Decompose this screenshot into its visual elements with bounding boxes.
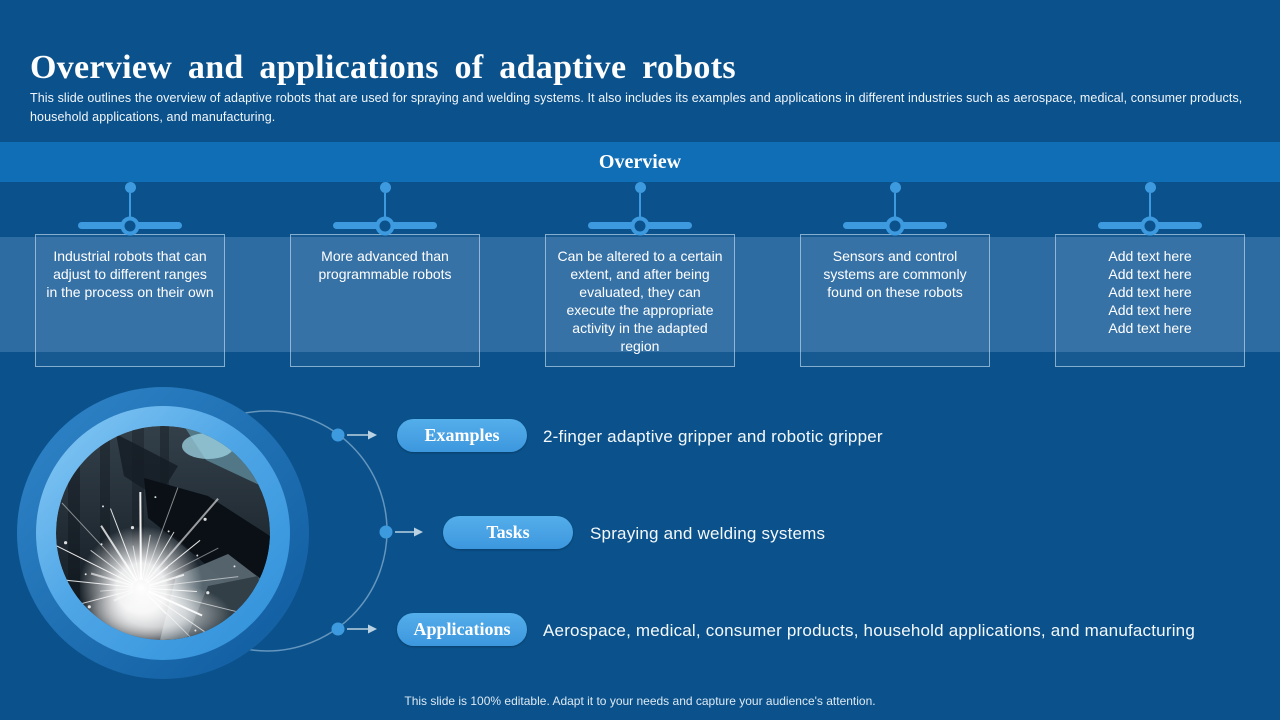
tasks-pill-label: Tasks (486, 522, 530, 542)
overview-band (0, 237, 1280, 352)
connector-ring-icon (375, 216, 395, 235)
overview-box[interactable]: Can be altered to a certain extent, and … (545, 234, 735, 367)
connector-bar (843, 216, 947, 235)
overview-box-text: Can be altered to a certain extent, and … (557, 248, 723, 354)
branch-dot-icon (331, 428, 345, 442)
applications-text[interactable]: Aerospace, medical, consumer products, h… (543, 621, 1195, 640)
overview-box[interactable]: Sensors and control systems are commonly… (800, 234, 990, 367)
overview-column: Sensors and control systems are commonly… (800, 182, 990, 367)
connector-bar (333, 216, 437, 235)
connector-bar (588, 216, 692, 235)
connector-line (893, 193, 897, 222)
connector-bar (78, 216, 182, 235)
welding-photo-art (56, 426, 270, 640)
slide-footer-note: This slide is 100% editable. Adapt it to… (404, 694, 876, 708)
connector-bar (1098, 216, 1202, 235)
arrow-head-icon (414, 527, 423, 537)
overview-header-bar: Overview (0, 142, 1280, 182)
arrow-head-icon (368, 624, 377, 634)
overview-box-text: Add text here Add text here Add text her… (1108, 248, 1192, 336)
connector-dot-icon (889, 182, 901, 193)
overview-box-text: Industrial robots that can adjust to dif… (46, 248, 214, 300)
examples-pill-label: Examples (424, 425, 500, 445)
slide-title[interactable]: Overview and applications of adaptive ro… (30, 48, 736, 86)
connector-ring-icon (630, 216, 650, 235)
applications-pill[interactable]: Applications (397, 613, 527, 646)
tasks-text[interactable]: Spraying and welding systems (590, 524, 826, 543)
connector-line (383, 193, 387, 222)
arrow-head-icon (368, 430, 377, 440)
connector-line (638, 193, 642, 222)
branch-dot-icon (379, 525, 393, 539)
tasks-pill[interactable]: Tasks (443, 516, 573, 549)
overview-box[interactable]: More advanced than programmable robots (290, 234, 480, 367)
overview-column: Industrial robots that can adjust to dif… (35, 182, 225, 367)
overview-box-text: More advanced than programmable robots (318, 248, 452, 282)
examples-text[interactable]: 2-finger adaptive gripper and robotic gr… (543, 427, 883, 446)
overview-box-placeholder[interactable]: Add text here Add text here Add text her… (1055, 234, 1245, 367)
overview-column: Can be altered to a certain extent, and … (545, 182, 735, 367)
applications-pill-label: Applications (413, 619, 511, 639)
overview-box-text: Sensors and control systems are commonly… (823, 248, 967, 300)
connector-ring-icon (885, 216, 905, 235)
welding-photo (56, 426, 270, 640)
connector-line (1148, 193, 1152, 222)
connector-dot-icon (379, 182, 391, 193)
spark-lines (56, 487, 247, 640)
connector-ring-icon (1140, 216, 1160, 235)
branch-dot-icon (331, 622, 345, 636)
overview-header-label[interactable]: Overview (598, 150, 682, 173)
connector-line (128, 193, 132, 222)
overview-column: More advanced than programmable robots (290, 182, 480, 367)
overview-columns: Industrial robots that can adjust to dif… (0, 182, 1280, 367)
connector-dot-icon (634, 182, 646, 193)
examples-pill[interactable]: Examples (397, 419, 527, 452)
overview-box[interactable]: Industrial robots that can adjust to dif… (35, 234, 225, 367)
slide-subtitle[interactable]: This slide outlines the overview of adap… (30, 90, 1243, 124)
connector-dot-icon (124, 182, 136, 193)
overview-column: Add text here Add text here Add text her… (1055, 182, 1245, 367)
connector-dot-icon (1144, 182, 1156, 193)
welding-photo-frame (17, 387, 309, 679)
connector-ring-icon (120, 216, 140, 235)
